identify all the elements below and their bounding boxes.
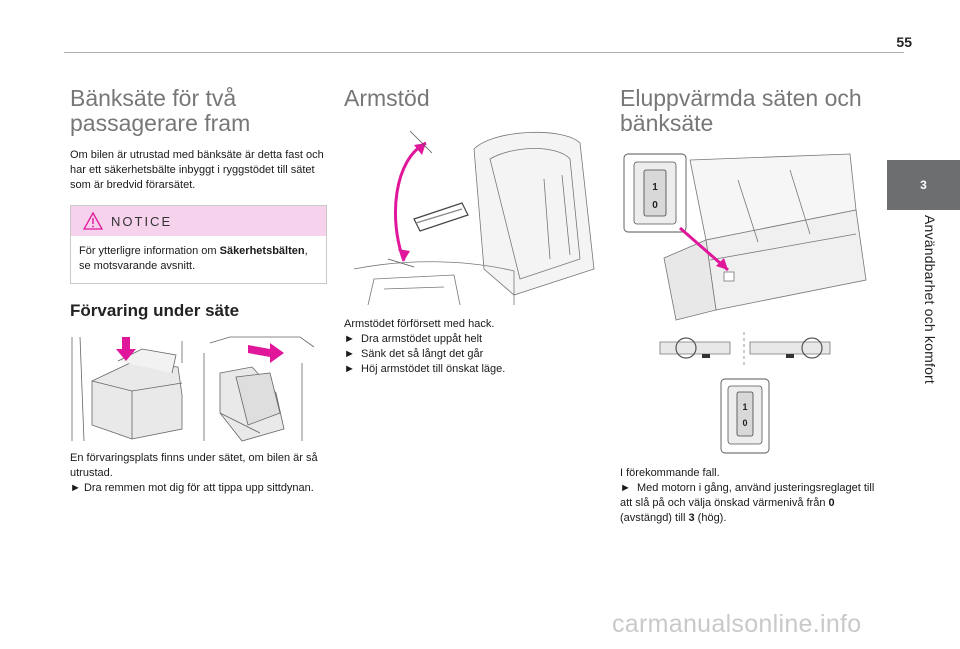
storage-illustration xyxy=(70,333,320,445)
warning-icon xyxy=(83,212,103,230)
title-line-2: bänksäte xyxy=(620,110,714,136)
armrest-step-1-text: Dra armstödet uppåt helt xyxy=(361,333,483,345)
storage-step: ► Dra remmen mot dig för att tippa upp s… xyxy=(70,481,328,496)
section-title-heated-seats: Eluppvärmda säten och bänksäte xyxy=(620,86,882,136)
bullet-icon: ► xyxy=(70,482,81,494)
notice-text: För ytterligre information om Säkerhetsb… xyxy=(71,236,326,283)
heated-seat-drawing: 1 0 xyxy=(623,153,867,321)
heated-step-text-a: Med motorn i gång, använd justeringsregl… xyxy=(620,482,875,509)
notice-header: NOTICE xyxy=(71,206,326,236)
dial-label-top: 1 xyxy=(652,182,658,193)
steering-wheel-icon xyxy=(801,337,823,359)
column-armrest: Armstöd Armstödet förförsett med hack. ►… xyxy=(344,86,602,377)
steering-wheel-positions xyxy=(620,328,870,368)
chapter-tab[interactable]: 3 xyxy=(887,160,960,210)
heated-step-text-c: (hög). xyxy=(694,512,727,524)
notice-text-post: , se motsvarande avsnitt. xyxy=(79,245,308,272)
armrest-step-3-text: Höj armstödet till önskat läge. xyxy=(361,363,506,375)
heated-seat-step: ► Med motorn i gång, använd justeringsre… xyxy=(620,481,882,526)
heat-control-closeup[interactable]: 1 0 xyxy=(720,378,770,454)
subheading-storage: Förvaring under säte xyxy=(70,301,240,320)
column-bench-seat: Bänksäte för två passagerare fram Om bil… xyxy=(70,86,328,496)
title-line-1: Bänksäte för två xyxy=(70,85,237,111)
armrest-caption: Armstödet förförsett med hack. xyxy=(344,318,495,330)
under-seat-storage-drawing xyxy=(71,336,315,442)
heated-seat-caption: I förekommande fall. xyxy=(620,467,720,479)
steering-wheel-icon xyxy=(675,337,697,359)
section-title-bench-seat: Bänksäte för två passagerare fram xyxy=(70,86,328,136)
chapter-number: 3 xyxy=(920,178,927,192)
armrest-illustration xyxy=(344,119,602,305)
level-off: 0 xyxy=(828,497,835,509)
bullet-icon: ► xyxy=(344,333,355,345)
notice-title: NOTICE xyxy=(111,213,173,229)
storage-step-text: Dra remmen mot dig för att tippa upp sit… xyxy=(83,482,314,494)
notice-text-pre: För ytterligre information om xyxy=(79,245,220,257)
armrest-step-3: ► Höj armstödet till önskat läge. xyxy=(344,362,602,377)
header-rule xyxy=(64,52,904,53)
dial-label-top: 1 xyxy=(742,402,747,412)
page-number: 55 xyxy=(896,34,912,50)
chapter-title: Användbarhet och komfort xyxy=(922,215,938,385)
section-title-armrest: Armstöd xyxy=(344,85,430,111)
heated-seat-illustration: 1 0 xyxy=(620,150,870,322)
storage-intro: En förvaringsplats finns under sätet, om… xyxy=(70,452,318,479)
notice-box: NOTICE För ytterligre information om Säk… xyxy=(70,205,327,284)
armrest-drawing xyxy=(353,130,595,305)
title-line-1: Eluppvärmda säten och xyxy=(620,85,862,111)
notice-link-seatbelts[interactable]: Säkerhetsbälten xyxy=(219,245,305,257)
watermark: carmanualsonline.info xyxy=(612,610,862,638)
level-high: 3 xyxy=(688,512,695,524)
bullet-icon: ► xyxy=(344,363,355,375)
armrest-step-2: ► Sänk det så långt det går xyxy=(344,347,602,362)
title-line-2: passagerare fram xyxy=(70,110,251,136)
dial-label-bottom: 0 xyxy=(742,418,747,428)
armrest-step-2-text: Sänk det så långt det går xyxy=(361,348,484,360)
armrest-step-1: ► Dra armstödet uppåt helt xyxy=(344,332,602,347)
bullet-icon: ► xyxy=(344,348,355,360)
bullet-icon: ► xyxy=(620,482,631,494)
heated-step-text-b: (avstängd) till xyxy=(620,512,689,524)
bench-seat-intro: Om bilen är utrustad med bänksäte är det… xyxy=(70,149,324,191)
heat-dial-drawing: 1 0 xyxy=(720,378,770,454)
steering-wheel-drawing xyxy=(659,332,831,366)
column-heated-seats: Eluppvärmda säten och bänksäte 1 0 xyxy=(620,86,882,526)
dial-label-bottom: 0 xyxy=(652,200,658,211)
